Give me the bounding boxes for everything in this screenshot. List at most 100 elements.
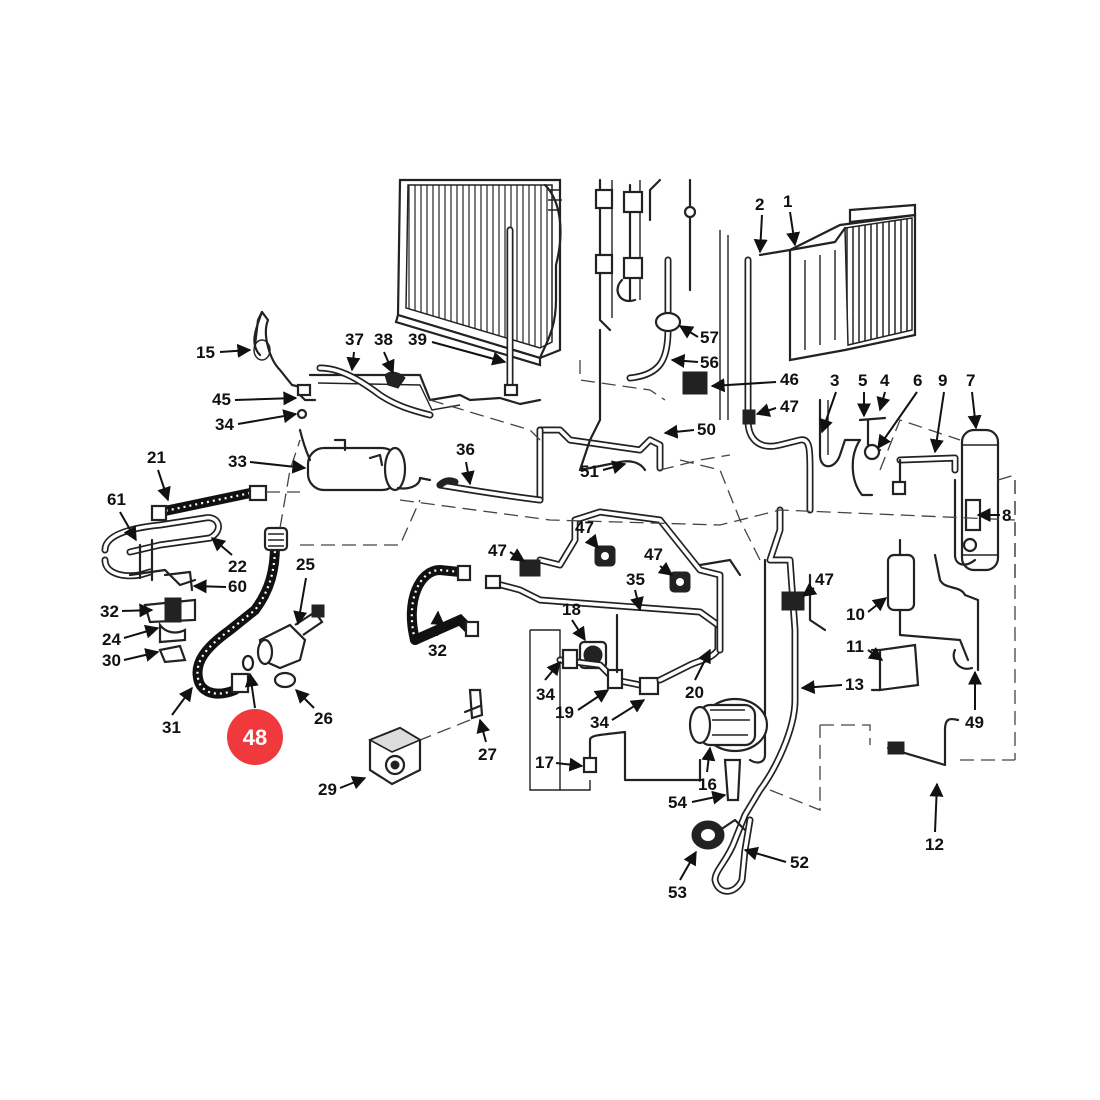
callout-11: 11 bbox=[846, 637, 884, 661]
callout-label: 7 bbox=[966, 371, 975, 390]
callout-38: 38 bbox=[374, 330, 395, 375]
callout-label: 20 bbox=[685, 683, 704, 702]
callout-label: 12 bbox=[925, 835, 944, 854]
callout-label: 11 bbox=[846, 637, 864, 656]
callout-label: 16 bbox=[698, 775, 717, 794]
callout-label: 5 bbox=[858, 371, 867, 390]
callout-label: 15 bbox=[196, 343, 215, 362]
callout-52: 52 bbox=[743, 846, 809, 872]
callout-34-extra: 34 bbox=[0, 0, 19, 4]
callout-label: 47 bbox=[644, 545, 663, 564]
callout-label: 46 bbox=[780, 370, 799, 389]
callout-label: 8 bbox=[1002, 506, 1011, 525]
callout-label: 26 bbox=[314, 709, 333, 728]
callout-label: 6 bbox=[913, 371, 922, 390]
callout-label: 2 bbox=[755, 195, 764, 214]
condenser-coil bbox=[394, 178, 562, 397]
compressor bbox=[688, 697, 769, 850]
callout-label: 61 bbox=[107, 490, 126, 509]
callout-label: 9 bbox=[938, 371, 947, 390]
mounting-rails bbox=[594, 178, 697, 332]
callout-13: 13 bbox=[800, 675, 864, 695]
callout-label: 24 bbox=[102, 630, 121, 649]
callout-label: 3 bbox=[830, 371, 839, 390]
callout-61: 61 bbox=[107, 490, 137, 542]
callout-21: 21 bbox=[147, 448, 171, 502]
callout-16: 16 bbox=[698, 746, 717, 794]
callout-31: 31 bbox=[162, 686, 193, 737]
callout-label: 33 bbox=[228, 452, 247, 471]
valve-group-24-30-32 bbox=[143, 597, 197, 664]
callout-47-right: 47 bbox=[644, 545, 674, 576]
callout-label: 32 bbox=[100, 602, 119, 621]
callout-51: 51 bbox=[580, 460, 627, 481]
callout-29: 29 bbox=[318, 776, 367, 799]
callout-1: 1 bbox=[783, 192, 801, 247]
callout-34-solenoid-left: 34 bbox=[536, 660, 561, 704]
highlight-label: 48 bbox=[243, 725, 267, 750]
callout-57: 57 bbox=[678, 325, 719, 347]
callout-label: 53 bbox=[668, 883, 687, 902]
highlight-badge-48[interactable]: 48 bbox=[227, 672, 283, 765]
callout-33: 33 bbox=[228, 452, 307, 474]
fitting-27 bbox=[419, 688, 484, 741]
callout-24: 24 bbox=[102, 624, 160, 649]
callout-49: 49 bbox=[965, 670, 984, 732]
callout-2: 2 bbox=[753, 195, 768, 254]
callout-label: 47 bbox=[780, 397, 799, 416]
callout-20: 20 bbox=[685, 648, 711, 702]
tube-22-61 bbox=[101, 514, 222, 592]
callout-label: 25 bbox=[296, 555, 315, 574]
callout-label: 39 bbox=[408, 330, 427, 349]
callout-label: 35 bbox=[626, 570, 645, 589]
receiver-drier bbox=[953, 428, 1016, 760]
compressor-lines-top bbox=[616, 230, 729, 420]
callout-15: 15 bbox=[196, 343, 252, 362]
o-ring-48 bbox=[241, 654, 255, 672]
callout-22: 22 bbox=[210, 537, 247, 576]
callout-label: 45 bbox=[212, 390, 231, 409]
callout-7: 7 bbox=[966, 371, 982, 430]
callout-label: 47 bbox=[488, 541, 507, 560]
callout-47-center: 47 bbox=[575, 518, 599, 550]
callout-label: 19 bbox=[555, 703, 574, 722]
callout-47-far-right: 47 bbox=[801, 570, 834, 597]
callout-30: 30 bbox=[102, 648, 160, 670]
callout-36: 36 bbox=[456, 440, 475, 486]
callout-3: 3 bbox=[819, 371, 839, 434]
line-15 bbox=[253, 310, 312, 397]
callout-8: 8 bbox=[976, 506, 1011, 525]
callout-10: 10 bbox=[846, 597, 888, 624]
callout-label: 32 bbox=[428, 641, 447, 660]
callout-label: 47 bbox=[575, 518, 594, 537]
callout-18: 18 bbox=[562, 600, 586, 642]
callout-4: 4 bbox=[876, 371, 891, 412]
callout-47-top: 47 bbox=[755, 397, 799, 417]
callout-label: 34 bbox=[590, 713, 609, 732]
callout-46: 46 bbox=[710, 370, 799, 393]
callout-label: 21 bbox=[147, 448, 166, 467]
evaporator-unit bbox=[788, 203, 917, 362]
hose-21 bbox=[150, 484, 300, 522]
callout-label: 4 bbox=[880, 371, 890, 390]
callout-label: 56 bbox=[700, 353, 719, 372]
callout-56: 56 bbox=[670, 353, 719, 372]
callout-label: 18 bbox=[562, 600, 581, 619]
callout-12: 12 bbox=[925, 782, 944, 854]
callout-19: 19 bbox=[555, 689, 610, 722]
block-29 bbox=[368, 726, 422, 786]
callout-34-solenoid-right: 34 bbox=[590, 699, 646, 732]
callout-45: 45 bbox=[212, 390, 298, 409]
callout-label: 54 bbox=[668, 793, 687, 812]
callout-label: 17 bbox=[535, 753, 554, 772]
callout-54: 54 bbox=[668, 790, 727, 812]
callout-50: 50 bbox=[663, 420, 716, 439]
callout-32-left: 32 bbox=[100, 602, 154, 621]
callout-6: 6 bbox=[877, 371, 922, 450]
callout-25: 25 bbox=[293, 555, 315, 626]
callout-label: 34 bbox=[536, 685, 555, 704]
callout-26: 26 bbox=[295, 689, 333, 728]
hose-32 bbox=[406, 508, 742, 654]
callout-35: 35 bbox=[626, 570, 645, 612]
callout-label: 38 bbox=[374, 330, 393, 349]
